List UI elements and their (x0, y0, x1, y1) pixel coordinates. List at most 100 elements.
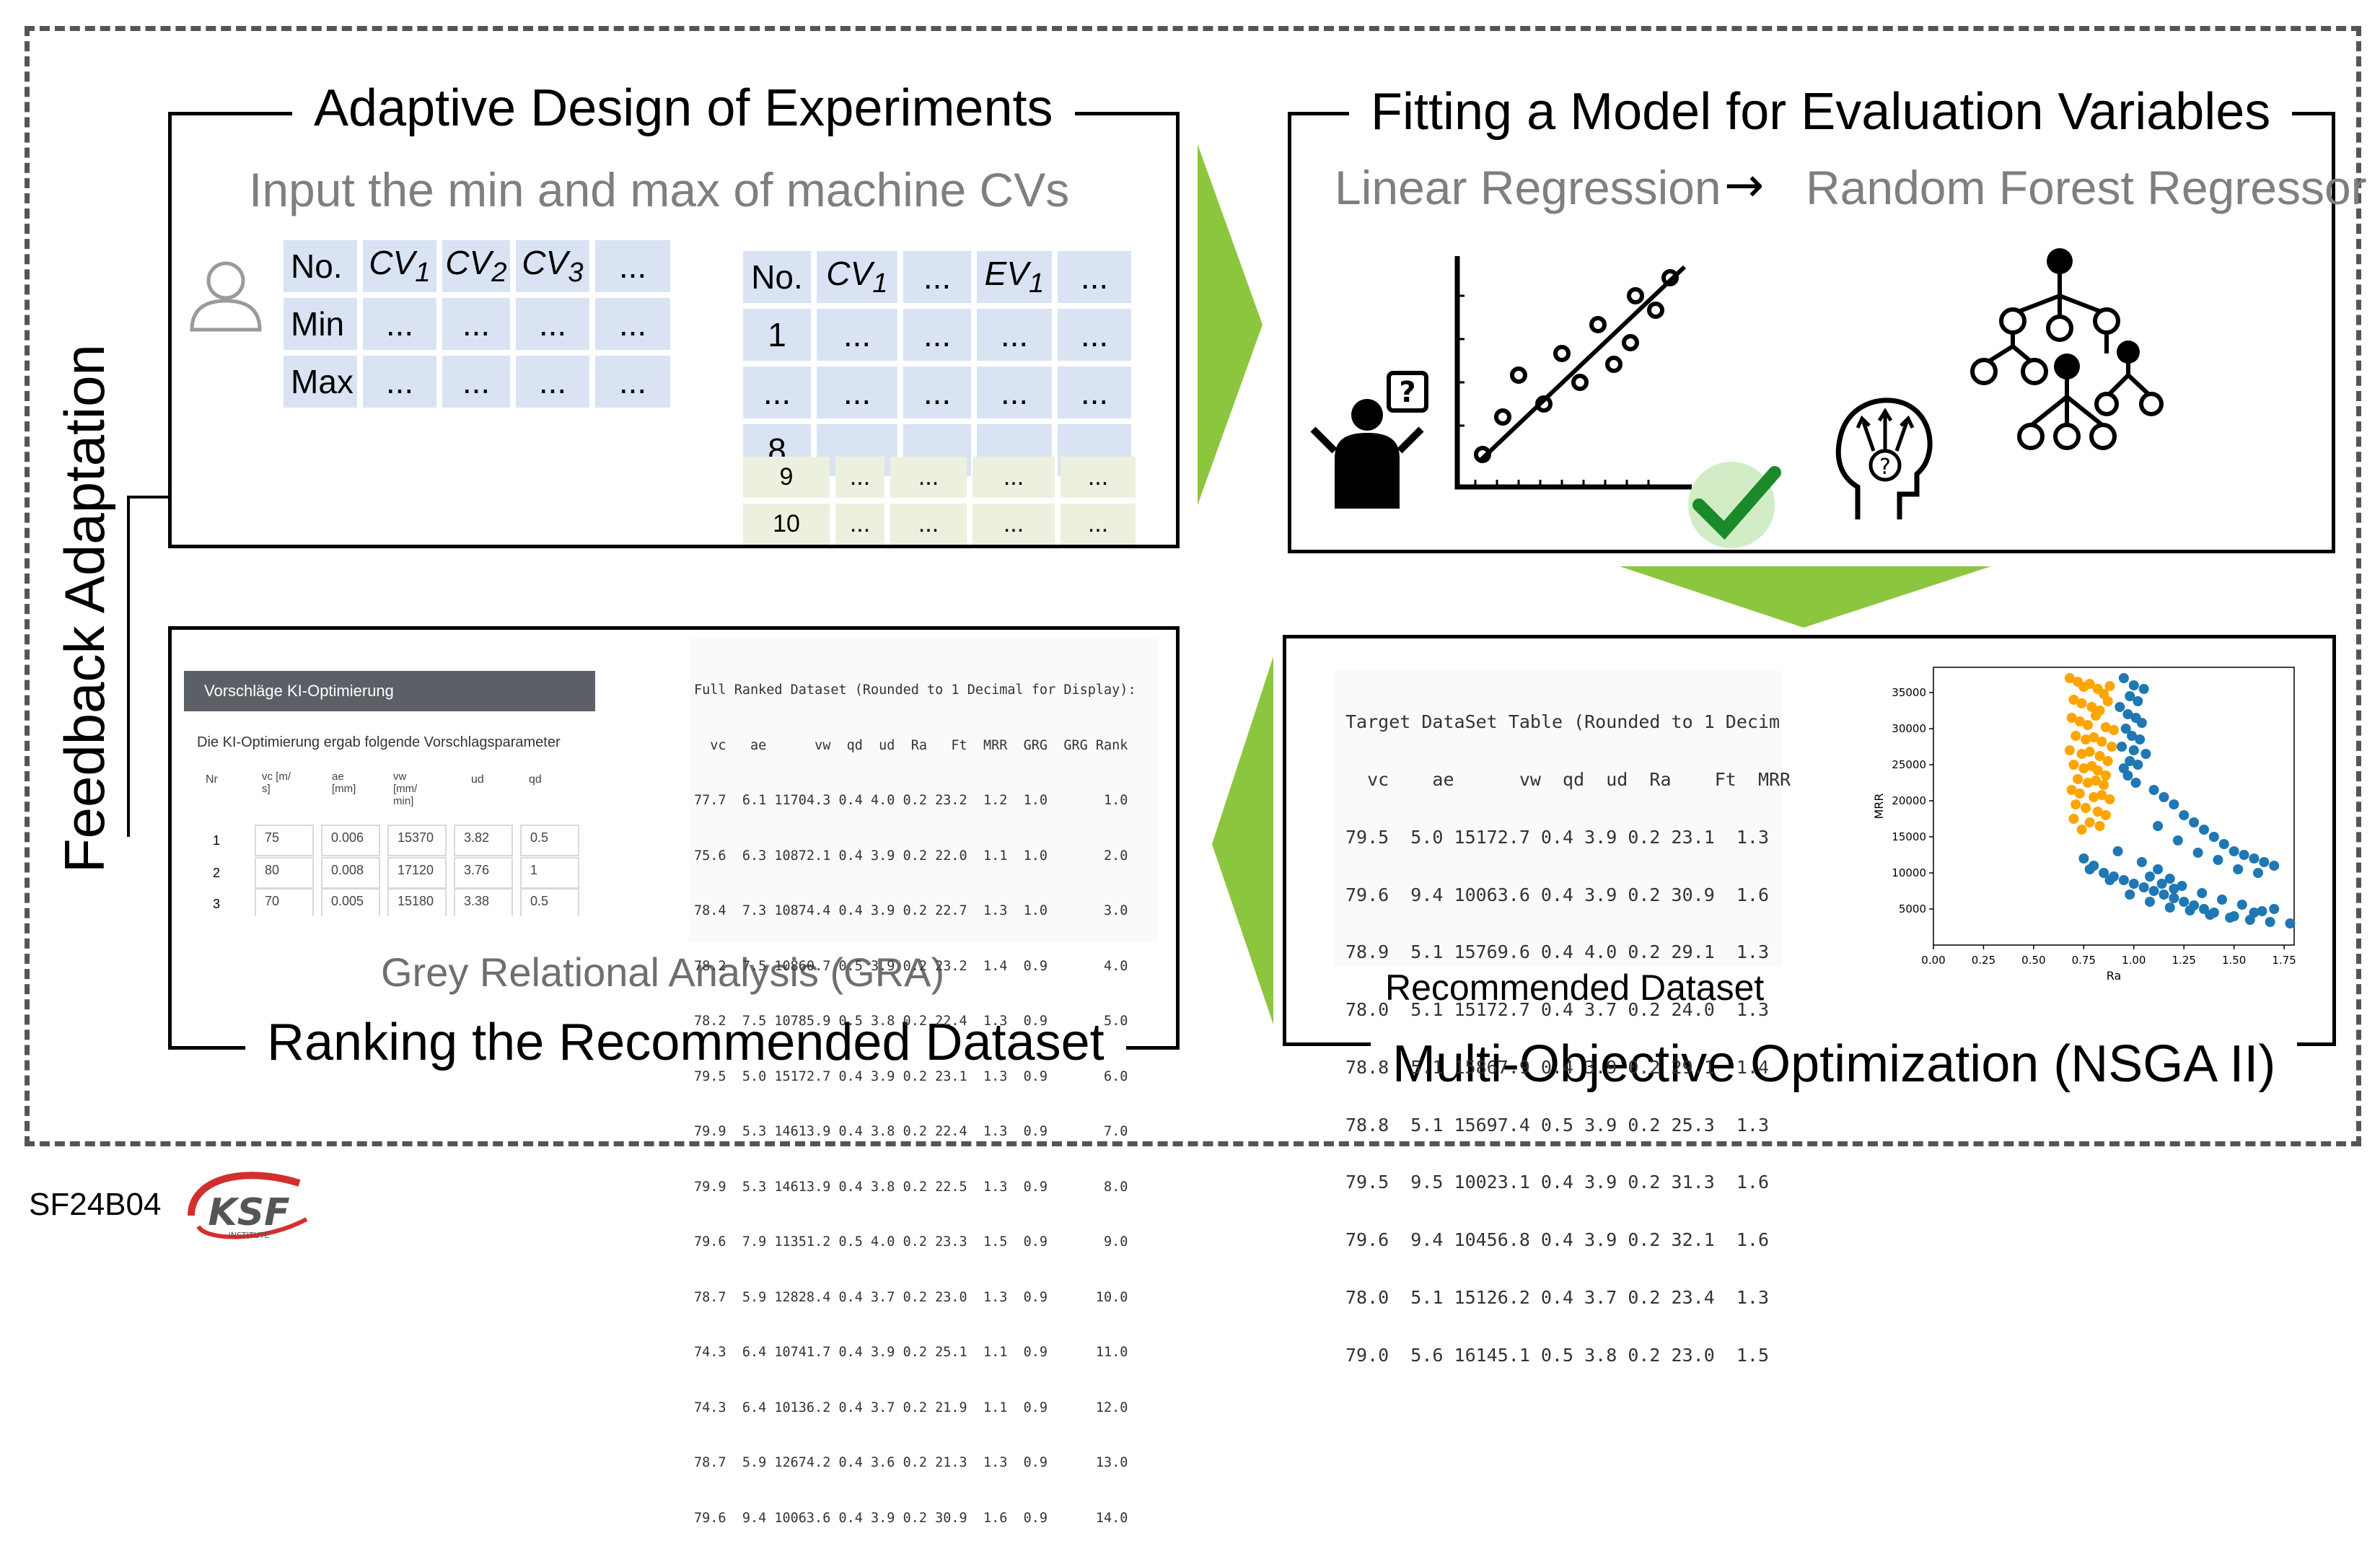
ki-input-vc[interactable]: 80 (255, 857, 314, 889)
ki-input-qd[interactable]: 0.5 (520, 825, 579, 856)
table-cell: ... (595, 356, 670, 408)
table-cell: ... (595, 298, 670, 350)
ki-input-vc[interactable]: 70 (255, 888, 314, 916)
data-point (2073, 774, 2083, 784)
data-point (2102, 756, 2113, 766)
data-point (2236, 900, 2247, 910)
y-tick-label: 10000 (1892, 866, 1926, 879)
y-tick-label: 25000 (1892, 758, 1926, 771)
table-row: 74.3 6.4 10136.2 0.4 3.7 0.2 21.9 1.1 0.… (694, 1400, 1128, 1415)
data-point (2179, 897, 2190, 907)
y-axis-label: MRR (1872, 793, 1886, 819)
data-point (2244, 915, 2255, 925)
cv-input-table: No. CV1 CV2 CV3 ... Min ... ... ... ... … (278, 234, 676, 413)
table-header-cell: CV1 (363, 240, 436, 292)
data-point (2148, 785, 2159, 795)
table-row: 79.6 9.4 10456.8 0.4 3.9 0.2 32.1 1.6 (1345, 1229, 1769, 1251)
data-point (2164, 874, 2175, 884)
data-point (2159, 792, 2169, 802)
data-point (2066, 785, 2077, 795)
ki-input-vw[interactable]: 17120 (387, 857, 447, 889)
x-axis-label: Ra (2107, 969, 2122, 983)
data-point (2084, 817, 2095, 827)
table-header-cell: ... (595, 240, 670, 292)
data-point (2081, 803, 2091, 813)
data-point (2099, 868, 2109, 878)
data-point (2233, 864, 2244, 874)
x-tick-label: 1.75 (2272, 954, 2296, 967)
data-point (2100, 722, 2111, 732)
table-row: 77.7 6.1 11704.3 0.4 4.0 0.2 23.2 1.2 1.… (694, 793, 1128, 808)
data-point (2127, 731, 2137, 741)
ki-input-ae[interactable]: 0.006 (321, 825, 380, 856)
table-header-cell: No. (284, 240, 357, 292)
recommended-table-image (1335, 671, 1782, 967)
data-point (2257, 906, 2267, 916)
ki-intro: Die KI-Optimierung ergab folgende Vorsch… (197, 734, 561, 750)
data-point (2099, 780, 2109, 790)
table-row: 79.5 5.0 15172.7 0.4 3.9 0.2 23.1 1.3 (1345, 826, 1769, 848)
data-point (2253, 868, 2263, 878)
data-point (2217, 895, 2227, 905)
ki-input-ud[interactable]: 3.76 (454, 857, 513, 889)
data-point (2074, 789, 2085, 799)
table-row: 78.0 5.1 15172.7 0.4 3.7 0.2 24.0 1.3 (1345, 999, 1769, 1021)
data-point (2117, 742, 2127, 752)
panel-model-fitting-title: Fitting a Model for Evaluation Variables (1349, 79, 2293, 144)
ki-input-ud[interactable]: 3.38 (454, 888, 513, 916)
table-cell: Max (284, 356, 357, 408)
ki-col-qd: qd (529, 773, 542, 786)
ki-input-vc[interactable]: 75 (255, 825, 314, 856)
data-point (2104, 681, 2115, 691)
ki-optimization-screenshot: Vorschläge KI-Optimierung Die KI-Optimie… (184, 671, 595, 916)
data-point (2189, 817, 2200, 827)
ki-input-qd[interactable]: 0.5 (520, 888, 579, 916)
ki-input-qd[interactable]: 1 (520, 857, 579, 889)
data-point (2269, 861, 2280, 871)
data-point (2089, 792, 2099, 802)
data-point (2081, 734, 2091, 745)
ki-input-vw[interactable]: 15180 (387, 888, 447, 916)
data-point (2100, 770, 2111, 781)
data-point (2153, 864, 2164, 874)
ki-row-nr: 3 (213, 897, 221, 911)
scatter-regression-icon (1454, 256, 1692, 490)
data-point (2136, 718, 2147, 728)
panel-model-fitting (1288, 112, 2335, 553)
data-point (2092, 765, 2103, 776)
ki-input-vw[interactable]: 15370 (387, 825, 447, 856)
ki-input-ud[interactable]: 3.82 (454, 825, 513, 856)
ki-input-ae[interactable]: 0.008 (321, 857, 380, 889)
x-tick-label: 0.00 (1921, 954, 1945, 967)
data-point (2208, 832, 2219, 842)
data-point (2104, 875, 2115, 885)
data-point (2136, 857, 2147, 867)
logo-text: KSF (208, 1191, 289, 1234)
table-cell: ... (890, 504, 967, 545)
ki-input-ae[interactable]: 0.005 (321, 888, 380, 916)
table-cell: ... (1061, 504, 1136, 545)
data-point (2084, 747, 2095, 757)
data-point (2064, 673, 2075, 683)
person-question-icon: ? (1310, 371, 1428, 509)
table-row: 79.6 7.9 11351.2 0.5 4.0 0.2 23.3 1.5 0.… (694, 1234, 1128, 1249)
table-header-cell: CV2 (442, 240, 510, 292)
data-point (2265, 917, 2275, 927)
data-point (2094, 821, 2105, 831)
panel-adaptive-doe-title: Adaptive Design of Experiments (292, 76, 1075, 141)
table-row: 79.6 9.4 10063.6 0.4 3.9 0.2 30.9 1.6 (1345, 884, 1769, 905)
data-point (2125, 756, 2135, 766)
data-point (2148, 886, 2159, 896)
data-point (2100, 810, 2111, 820)
data-point (2094, 751, 2105, 761)
table-cell: ... (1058, 309, 1131, 361)
data-point (2218, 839, 2229, 849)
data-point (2068, 760, 2079, 770)
x-tick-label: 1.50 (2222, 954, 2246, 967)
y-tick-label: 35000 (1892, 686, 1926, 699)
data-point (2156, 879, 2167, 889)
table-cell: 9 (743, 457, 830, 498)
feedback-table: 9 ... ... ... ... 10 ... ... ... ... (737, 451, 1141, 550)
data-point (2091, 711, 2101, 721)
table-row: 78.0 5.1 15126.2 0.4 3.7 0.2 23.4 1.3 (1345, 1287, 1769, 1308)
